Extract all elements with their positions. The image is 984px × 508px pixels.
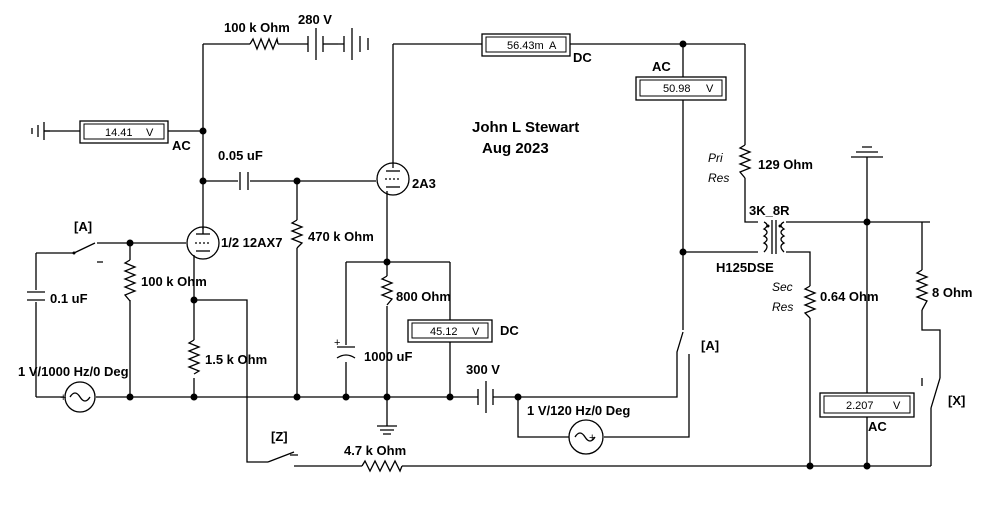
label-tube-pre: 1/2 12AX7 — [221, 235, 282, 250]
tube-2a3 — [376, 162, 410, 196]
label-sec-2: Res — [772, 300, 793, 314]
meter-primary-voltage: 50.98 V AC — [635, 59, 727, 101]
meter-output-unit: V — [893, 400, 901, 412]
meter-cathode-unit: V — [472, 326, 480, 338]
label-sec-1: Sec — [772, 280, 793, 294]
svg-text:+: + — [60, 392, 66, 404]
meter-plate-unit: A — [549, 40, 557, 52]
label-r-grid-leak: 470 k Ohm — [308, 229, 374, 244]
resistor-feed — [249, 36, 279, 51]
meter-primary-mode: AC — [652, 59, 671, 74]
label-transformer-ratio: 3K_8R — [749, 203, 790, 218]
label-sig-hum: 1 V/120 Hz/0 Deg — [527, 403, 630, 418]
label-sig-in: 1 V/1000 Hz/0 Deg — [18, 364, 129, 379]
meter-output-value: 2.207 — [846, 400, 874, 412]
author-date: Aug 2023 — [482, 140, 549, 157]
meter-primary-unit: V — [706, 83, 714, 95]
label-r-cathode-out: 800 Ohm — [396, 289, 451, 304]
label-sw-z: [Z] — [271, 429, 288, 444]
meter-cathode-mode: DC — [500, 323, 519, 338]
label-r-cathode-pre: 1.5 k Ohm — [205, 352, 267, 367]
label-pri-2: Res — [708, 171, 729, 185]
meter-output-mode: AC — [868, 419, 887, 434]
resistor-sec — [803, 285, 817, 319]
resistor-cathode-out — [380, 275, 394, 306]
resistor-fb — [361, 459, 403, 473]
meter-cathode-value: 45.12 — [430, 326, 458, 338]
label-c-couple: 0.05 uF — [218, 148, 263, 163]
resistor-pri — [738, 144, 752, 179]
label-r-pri: 129 Ohm — [758, 157, 813, 172]
resistor-load — [915, 269, 929, 311]
ground-cathode — [377, 425, 397, 435]
switch-z[interactable] — [267, 451, 298, 467]
wires — [35, 43, 941, 467]
capacitor-coupling — [239, 172, 249, 190]
transformer-h125dse — [762, 220, 786, 254]
label-sw-a2: [A] — [701, 338, 719, 353]
svg-text:+: + — [589, 432, 595, 444]
label-b-280: 280 V — [298, 12, 332, 27]
meter-cathode-voltage: 45.12 V DC — [407, 319, 519, 343]
ground-input — [31, 122, 50, 140]
label-pri-1: Pri — [708, 151, 723, 165]
label-transformer-model: H125DSE — [716, 260, 774, 275]
capacitor-bypass: + — [334, 337, 356, 359]
label-r-load: 8 Ohm — [932, 285, 972, 300]
label-tube-out: 2A3 — [412, 176, 436, 191]
tube-12ax7 — [186, 226, 220, 260]
label-b-300: 300 V — [466, 362, 500, 377]
battery-300v — [470, 381, 497, 413]
meter-input-unit: V — [146, 127, 154, 139]
label-r-sec: 0.64 Ohm — [820, 289, 879, 304]
switch-a-input[interactable] — [72, 242, 104, 263]
svg-text:+: + — [334, 337, 340, 349]
meter-input-value: 14.41 — [105, 127, 133, 139]
meter-output-voltage: 2.207 V AC — [819, 392, 915, 434]
switch-x[interactable] — [921, 377, 941, 409]
label-c-bypass: 1000 uF — [364, 349, 412, 364]
meter-input-mode: AC — [172, 138, 191, 153]
capacitor-input — [27, 291, 45, 301]
resistor-grid-in — [123, 259, 137, 302]
label-r-grid-in: 100 k Ohm — [141, 274, 207, 289]
meter-plate-mode: DC — [573, 50, 592, 65]
switch-a-hum[interactable] — [676, 331, 690, 372]
meter-input-voltage: 14.41 V AC — [79, 120, 191, 153]
label-r-fb: 4.7 k Ohm — [344, 443, 406, 458]
junctions — [126, 40, 871, 470]
meter-primary-value: 50.98 — [663, 83, 691, 95]
label-r-feed: 100 k Ohm — [224, 20, 290, 35]
meter-plate-current: 56.43m A DC — [481, 33, 592, 65]
resistor-cathode-pre — [187, 339, 201, 375]
labels: John L Stewart Aug 2023 100 k Ohm 280 V … — [18, 12, 972, 458]
label-sw-x: [X] — [948, 393, 965, 408]
battery-280v — [307, 28, 369, 60]
resistor-grid-leak — [290, 219, 304, 249]
ground-output — [851, 146, 883, 163]
label-sw-a1: [A] — [74, 219, 92, 234]
label-c-in: 0.1 uF — [50, 291, 88, 306]
meter-plate-value: 56.43m — [507, 40, 544, 52]
author-name: John L Stewart — [472, 119, 579, 136]
ac-source-input: + — [60, 381, 96, 413]
ac-source-hum: + — [568, 419, 604, 455]
